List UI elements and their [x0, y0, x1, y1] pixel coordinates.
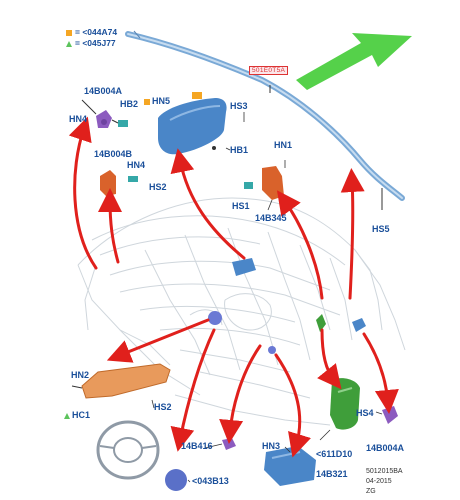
pointer-arrows: [68, 116, 399, 458]
label-14b321: 14B321: [316, 469, 348, 479]
orange-square-icon: [66, 29, 72, 36]
green-triangle-icon: [66, 40, 72, 47]
occupant-sensor: [268, 346, 276, 354]
label-14b416: 14B416: [181, 441, 213, 451]
label-hb2: HB2: [120, 99, 139, 109]
label-hs5: HS5: [372, 224, 390, 234]
label-hn4-mid: HN4: [127, 160, 146, 170]
label-hn2: HN2: [71, 370, 90, 380]
vehicle-outline: [77, 197, 406, 426]
label-hn1: HN1: [274, 140, 293, 150]
seat-side-airbag: [316, 314, 360, 430]
leader-lines: [151, 112, 383, 483]
label-hn3: HN3: [262, 441, 281, 451]
impact-sensor-right: [244, 166, 284, 200]
label-hb1: HB1: [230, 145, 249, 155]
highlight-callout: 501E0T5A: [249, 66, 289, 75]
label-14b345: 14B345: [255, 213, 287, 223]
footer-line-2: 04-2015: [366, 478, 392, 485]
passenger-airbag-module: [158, 92, 227, 155]
seatbelt-pretensioner-left: [81, 99, 128, 128]
clockspring-connector: [222, 438, 236, 450]
knee-airbag-panel: [71, 363, 171, 399]
legend-triangle-row: = <045J77: [66, 38, 116, 48]
legend-square-row: = <044A74: [66, 27, 117, 37]
label-hn4-top: HN4: [69, 114, 88, 124]
label-hs3: HS3: [230, 101, 248, 111]
label-hc1: HC1: [64, 410, 90, 420]
dash-module: [232, 258, 256, 276]
seatbelt-pretensioner-right: [382, 406, 398, 424]
green-triangle-icon: [64, 412, 70, 419]
legend-triangle-label: = <045J77: [75, 38, 116, 48]
label-14b004a-top: 14B004A: [84, 86, 123, 96]
label-hs1: HS1: [232, 201, 250, 211]
curtain-airbag: [125, 30, 405, 210]
orange-square-icon: [144, 98, 150, 105]
steering-wheel: [96, 311, 222, 491]
label-hs2-bottom: HS2: [154, 402, 172, 412]
label-043b13: <043B13: [192, 476, 229, 486]
legend-square-label: = <044A74: [75, 27, 118, 37]
label-14b004a-bottom: 14B004A: [366, 443, 405, 453]
impact-sensor-left: [100, 170, 138, 196]
label-14b004b: 14B004B: [94, 149, 133, 159]
label-611d10: <611D10: [316, 449, 353, 459]
label-hn5: HN5: [144, 96, 170, 106]
footer-line-3: ZG: [366, 488, 376, 495]
footer-line-1: 5012015BA: [366, 468, 403, 475]
label-hs4: HS4: [356, 408, 374, 418]
side-sensor-connector: [352, 318, 366, 332]
indicator-arrow: [296, 33, 412, 90]
label-hs2-mid: HS2: [149, 182, 167, 192]
